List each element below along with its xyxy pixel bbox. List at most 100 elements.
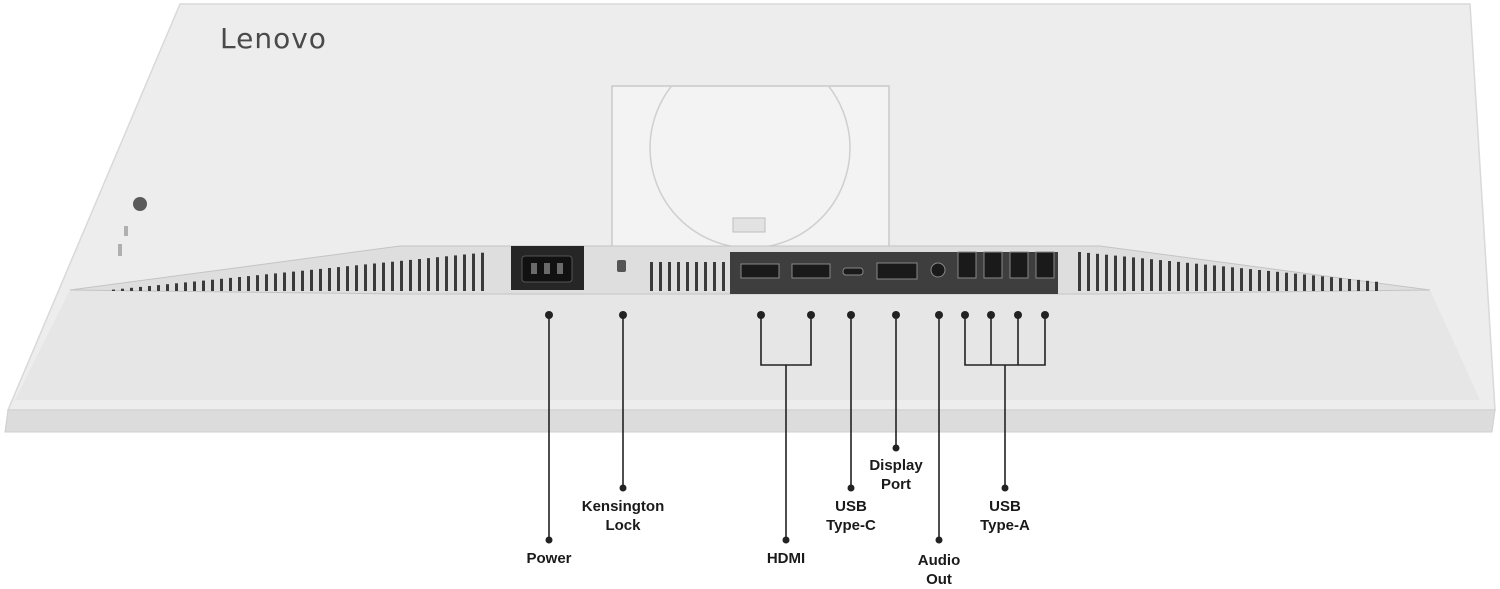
vent-slot xyxy=(184,282,187,291)
vent-slot xyxy=(193,281,196,291)
stand-mount-circle xyxy=(649,86,851,248)
monitor-bottom-edge xyxy=(4,409,1496,433)
usb-c-port xyxy=(842,267,864,276)
vent-slot xyxy=(1222,266,1225,291)
vent-slot xyxy=(436,257,439,291)
audio-jack xyxy=(930,262,946,278)
vent-slot xyxy=(382,262,385,291)
vent-slot xyxy=(1150,259,1153,291)
vent-slot xyxy=(283,272,286,291)
vent-slot xyxy=(659,262,662,291)
vent-slot xyxy=(1096,253,1099,291)
vent-slot xyxy=(256,275,259,291)
lenovo-logo: Lenovo xyxy=(220,22,327,55)
vent-slot xyxy=(704,262,707,291)
vent-slot xyxy=(1321,276,1324,291)
kensington-slot xyxy=(617,260,626,272)
vent-slot xyxy=(454,255,457,291)
vent-slot xyxy=(713,262,716,291)
vent-slot xyxy=(139,286,142,291)
vent-slot xyxy=(319,268,322,291)
vent-slot xyxy=(175,283,178,291)
hdmi-port-1 xyxy=(740,263,780,279)
vent-slot xyxy=(668,262,671,291)
joystick-button xyxy=(133,197,147,211)
usb-a-port-3 xyxy=(1009,251,1029,279)
vent-slot xyxy=(1249,269,1252,291)
vent-slot xyxy=(1105,254,1108,291)
vent-slot xyxy=(247,276,250,291)
vent-slot xyxy=(157,285,160,291)
vent-slot xyxy=(202,280,205,291)
callout-dots xyxy=(545,311,1049,544)
vent-slot xyxy=(481,252,484,291)
vent-slot xyxy=(1339,278,1342,291)
vent-slot xyxy=(1375,281,1378,291)
vent-slot xyxy=(427,258,430,291)
vent-slot xyxy=(166,284,169,291)
vent-slot xyxy=(1087,252,1090,291)
vent-slot xyxy=(301,270,304,291)
vent-slot xyxy=(238,277,241,291)
vent-slot xyxy=(337,267,340,291)
vent-slot xyxy=(409,259,412,291)
vent-slot xyxy=(292,271,295,291)
vent-slot xyxy=(650,262,653,291)
vent-grille-right xyxy=(1078,252,1378,291)
vent-slot xyxy=(265,274,268,291)
vent-slot xyxy=(677,262,680,291)
label-power: Power xyxy=(526,550,572,567)
vent-slot xyxy=(1348,279,1351,291)
vent-slot xyxy=(229,277,232,291)
vent-slot xyxy=(695,262,698,291)
vent-slot xyxy=(1330,277,1333,291)
vent-slot xyxy=(1114,255,1117,291)
vent-slot xyxy=(1195,263,1198,291)
vent-slot xyxy=(722,262,725,291)
vent-slot xyxy=(418,259,421,291)
vent-slot xyxy=(1276,271,1279,291)
vent-slot xyxy=(1078,252,1081,291)
hdmi-port-2 xyxy=(791,263,831,279)
vent-slot xyxy=(1141,258,1144,291)
stand-latch xyxy=(732,217,766,233)
vent-slot xyxy=(1357,279,1360,291)
vent-slot xyxy=(1240,268,1243,291)
vent-slot xyxy=(1177,261,1180,291)
vent-slot xyxy=(328,268,331,291)
vent-slot xyxy=(1132,257,1135,291)
vent-grille-middle xyxy=(650,262,725,291)
vent-slot xyxy=(220,278,223,291)
vent-slot xyxy=(310,269,313,291)
callout-lines xyxy=(548,315,1046,540)
vent-slot xyxy=(391,261,394,291)
vent-slot xyxy=(1303,274,1306,291)
vent-slot xyxy=(686,262,689,291)
vent-slot xyxy=(463,254,466,291)
vent-slot xyxy=(130,287,133,291)
vent-slot xyxy=(1168,261,1171,291)
vent-slot xyxy=(1366,280,1369,291)
vent-slot xyxy=(400,260,403,291)
vent-slot xyxy=(148,286,151,291)
vent-slot xyxy=(355,265,358,291)
vent-slot xyxy=(1159,260,1162,291)
vent-slot xyxy=(364,264,367,291)
label-hdmi: HDMI xyxy=(766,550,806,567)
vent-slot xyxy=(1267,270,1270,291)
vent-slot xyxy=(445,256,448,291)
vent-slot xyxy=(1186,262,1189,291)
usb-a-port-4 xyxy=(1035,251,1055,279)
vent-slot xyxy=(1123,256,1126,291)
usb-a-port-2 xyxy=(983,251,1003,279)
vent-slot xyxy=(211,279,214,291)
vent-slot xyxy=(373,263,376,291)
vent-slot xyxy=(1312,275,1315,291)
